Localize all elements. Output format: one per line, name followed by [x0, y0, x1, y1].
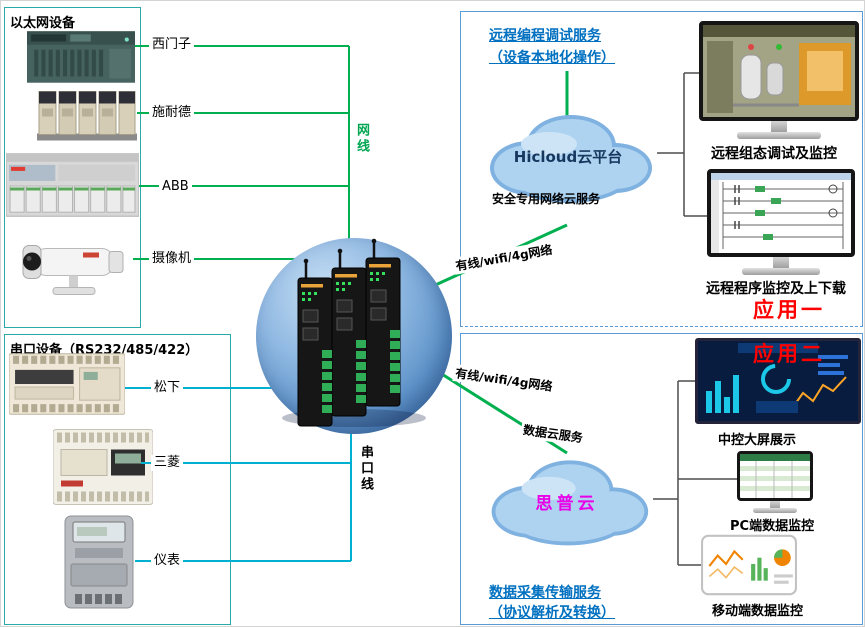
ladder-logic-screenshot [711, 173, 851, 253]
monitor-base [737, 132, 821, 139]
gateway-hub-circle [256, 238, 452, 434]
mobile-charts-screenshot [701, 534, 797, 596]
monitor-base [742, 268, 820, 275]
big-screen-display [695, 338, 861, 424]
monitor-stand [771, 121, 787, 132]
label-camera: 摄像机 [149, 251, 195, 267]
monitor-ladder [707, 169, 855, 275]
monitor-ladder-screen [707, 169, 855, 257]
monitor-scada-screen [699, 21, 859, 121]
schneider-plc-image [37, 87, 137, 143]
cloud-shape-icon [490, 115, 652, 203]
ethernet-box-title: 以太网设备 [10, 16, 76, 31]
monitor-scada [699, 21, 859, 139]
app1-badge: 应用一 [753, 298, 825, 322]
ethernet-wires [133, 45, 350, 260]
label-schneider: 施耐德 [149, 105, 195, 121]
app2-box [460, 333, 863, 625]
ethernet-cable-label: 网线 [353, 121, 369, 157]
app1-service-subtitle: （设备本地化操作） [489, 50, 615, 66]
pc-monitor-screen [737, 451, 813, 501]
label-abb: ABB [159, 179, 192, 195]
sipu-cloud: 思普云 [481, 449, 653, 549]
secure-network-label: 安全专用网络云服务 [492, 192, 601, 206]
ip-camera-image [13, 229, 133, 307]
app1-box [460, 11, 863, 327]
power-meter-image [63, 513, 135, 615]
app2-badge: 应用二 [753, 342, 825, 366]
monitor-base [753, 508, 797, 513]
abb-plc-image [6, 153, 139, 217]
tablet-device [701, 534, 797, 596]
app2-service-subtitle: （协议解析及转换） [489, 605, 615, 621]
label-meter: 仪表 [151, 553, 184, 569]
gateway-devices-illustration [282, 238, 426, 434]
cloud-shape-icon [491, 460, 649, 546]
hicloud-cloud-label: Hicloud云平台 [513, 148, 623, 166]
label-mitsubishi: 三菱 [151, 455, 184, 471]
app2-service-title: 数据采集传输服务 [489, 585, 601, 601]
monitor-stand [770, 501, 780, 508]
pc-monitor [737, 451, 813, 513]
siemens-plc-image [27, 31, 135, 83]
ethernet-devices-box: 以太网设备 [4, 7, 141, 328]
app1-service-title: 远程编程调试服务 [489, 28, 601, 44]
panasonic-plc-image [9, 353, 125, 415]
monitor-stand [773, 257, 789, 268]
big-screen-caption: 中控大屏展示 [718, 433, 797, 448]
serial-cable-label: 串口线 [357, 443, 373, 495]
label-siemens: 西门子 [149, 37, 195, 53]
dashboard-screenshot [698, 341, 858, 421]
spreadsheet-screenshot [740, 454, 810, 498]
monitor-scada-caption: 远程组态调试及监控 [711, 146, 837, 162]
monitor-ladder-caption: 远程程序监控及上下载 [706, 281, 846, 297]
mitsubishi-plc-image [53, 429, 153, 505]
tablet-caption: 移动端数据监控 [712, 604, 804, 619]
hicloud-cloud: Hicloud云平台 [479, 104, 657, 206]
scada-screenshot [703, 25, 855, 117]
label-panasonic: 松下 [151, 380, 184, 396]
sipu-cloud-label: 思普云 [535, 494, 599, 514]
pc-monitor-caption: PC端数据监控 [730, 519, 815, 534]
